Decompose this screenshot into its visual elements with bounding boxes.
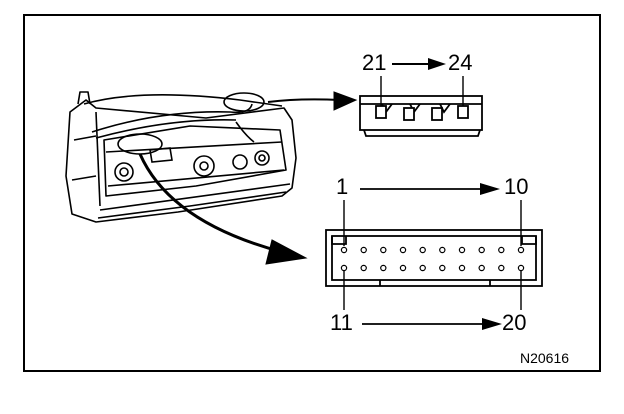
connector-pin-15 bbox=[419, 264, 426, 272]
pin-label-10: 10 bbox=[504, 174, 529, 199]
mounting-tab bbox=[77, 91, 91, 105]
figure-id: N20616 bbox=[520, 350, 570, 366]
connector-pin-19 bbox=[498, 264, 505, 272]
main-connector bbox=[325, 229, 543, 287]
pin-label-20: 20 bbox=[502, 310, 527, 335]
connector-pin-6 bbox=[439, 246, 446, 254]
connector-pin-16 bbox=[439, 264, 446, 272]
arrow-to-main-connector bbox=[138, 153, 283, 254]
arrow-to-small-connector bbox=[267, 98, 341, 103]
connector-pin-5 bbox=[419, 246, 426, 254]
small-pin-23 bbox=[431, 107, 443, 121]
connector-pin-14 bbox=[399, 264, 407, 272]
connector-pin-9 bbox=[498, 246, 505, 254]
connector-pin-10 bbox=[517, 246, 525, 254]
connector-pin-11 bbox=[340, 264, 348, 272]
connector-pin-3 bbox=[380, 246, 387, 254]
small-pin-22 bbox=[403, 107, 415, 121]
pin-label-24: 24 bbox=[448, 50, 473, 75]
connector-pin-12 bbox=[360, 264, 367, 272]
pin-label-21: 21 bbox=[362, 50, 387, 75]
connector-pin-1 bbox=[340, 246, 348, 254]
small-connector bbox=[359, 95, 483, 137]
bulb-sockets bbox=[114, 147, 270, 182]
connector-pin-2 bbox=[360, 246, 367, 254]
connector-pin-4 bbox=[399, 246, 407, 254]
main-connector-pins bbox=[340, 246, 525, 272]
small-pin-24 bbox=[457, 105, 469, 119]
meter-illustration bbox=[65, 91, 297, 223]
connector-pin-17 bbox=[458, 264, 466, 272]
connector-pin-13 bbox=[380, 264, 387, 272]
connector-pin-8 bbox=[478, 246, 485, 254]
connector-location-main bbox=[117, 133, 163, 155]
connector-location-small bbox=[223, 92, 265, 112]
diagram-border bbox=[23, 14, 601, 372]
connector-pin-20 bbox=[517, 264, 525, 272]
wire-harness bbox=[91, 103, 253, 133]
connector-pin-7 bbox=[458, 246, 466, 254]
meter-back-panel bbox=[103, 125, 287, 197]
pin-label-1: 1 bbox=[336, 174, 349, 199]
meter-top-housing bbox=[83, 94, 283, 107]
small-pin-21 bbox=[375, 105, 387, 119]
connector-pin-18 bbox=[478, 264, 485, 272]
meter-front-bezel bbox=[65, 99, 297, 223]
pin-label-11: 11 bbox=[330, 310, 353, 335]
